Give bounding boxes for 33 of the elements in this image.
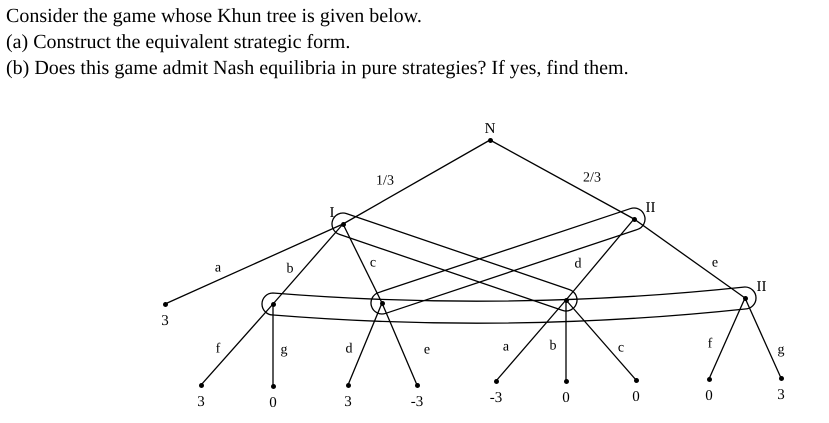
payoff-leaf: -3 bbox=[483, 378, 509, 406]
branch-line bbox=[708, 298, 746, 380]
information-set-loop bbox=[370, 207, 646, 315]
branch-line bbox=[566, 300, 636, 380]
question-text: (a) Construct the equivalent strategic form. bbox=[6, 30, 352, 55]
payoff-leaf: 0 bbox=[696, 376, 722, 404]
branch-line bbox=[347, 302, 383, 386]
branch-line bbox=[272, 304, 274, 386]
branch-line bbox=[565, 300, 567, 381]
branch-line bbox=[490, 139, 634, 220]
payoff-leaf: 3 bbox=[152, 302, 178, 328]
decision-node: N bbox=[480, 120, 500, 142]
payoff-leaf: 0 bbox=[553, 378, 579, 406]
question-text: Consider the game whose Khun tree is given below. bbox=[6, 4, 423, 29]
decision-node: II bbox=[742, 278, 766, 300]
payoff-leaf: 3 bbox=[188, 382, 214, 410]
information-set-loop bbox=[331, 212, 578, 312]
decision-node: II bbox=[632, 200, 656, 222]
payoff-leaf: -3 bbox=[404, 382, 430, 410]
branch-line bbox=[342, 139, 490, 225]
branch-line bbox=[634, 218, 746, 299]
branch-line bbox=[272, 224, 344, 304]
payoff-leaf: 3 bbox=[768, 376, 794, 402]
information-set-loop bbox=[261, 286, 757, 324]
branch-line bbox=[200, 304, 274, 386]
branch-line bbox=[164, 223, 344, 305]
payoff-leaf: 3 bbox=[335, 382, 361, 410]
branch-line bbox=[566, 218, 634, 300]
question-text: (b) Does this game admit Nash equilibria in pure strategies? If yes, find them. bbox=[6, 56, 629, 81]
branch-line bbox=[496, 300, 566, 382]
payoff-leaf: 0 bbox=[623, 378, 649, 404]
decision-node: I bbox=[330, 204, 346, 226]
payoff-leaf: 0 bbox=[260, 384, 286, 410]
